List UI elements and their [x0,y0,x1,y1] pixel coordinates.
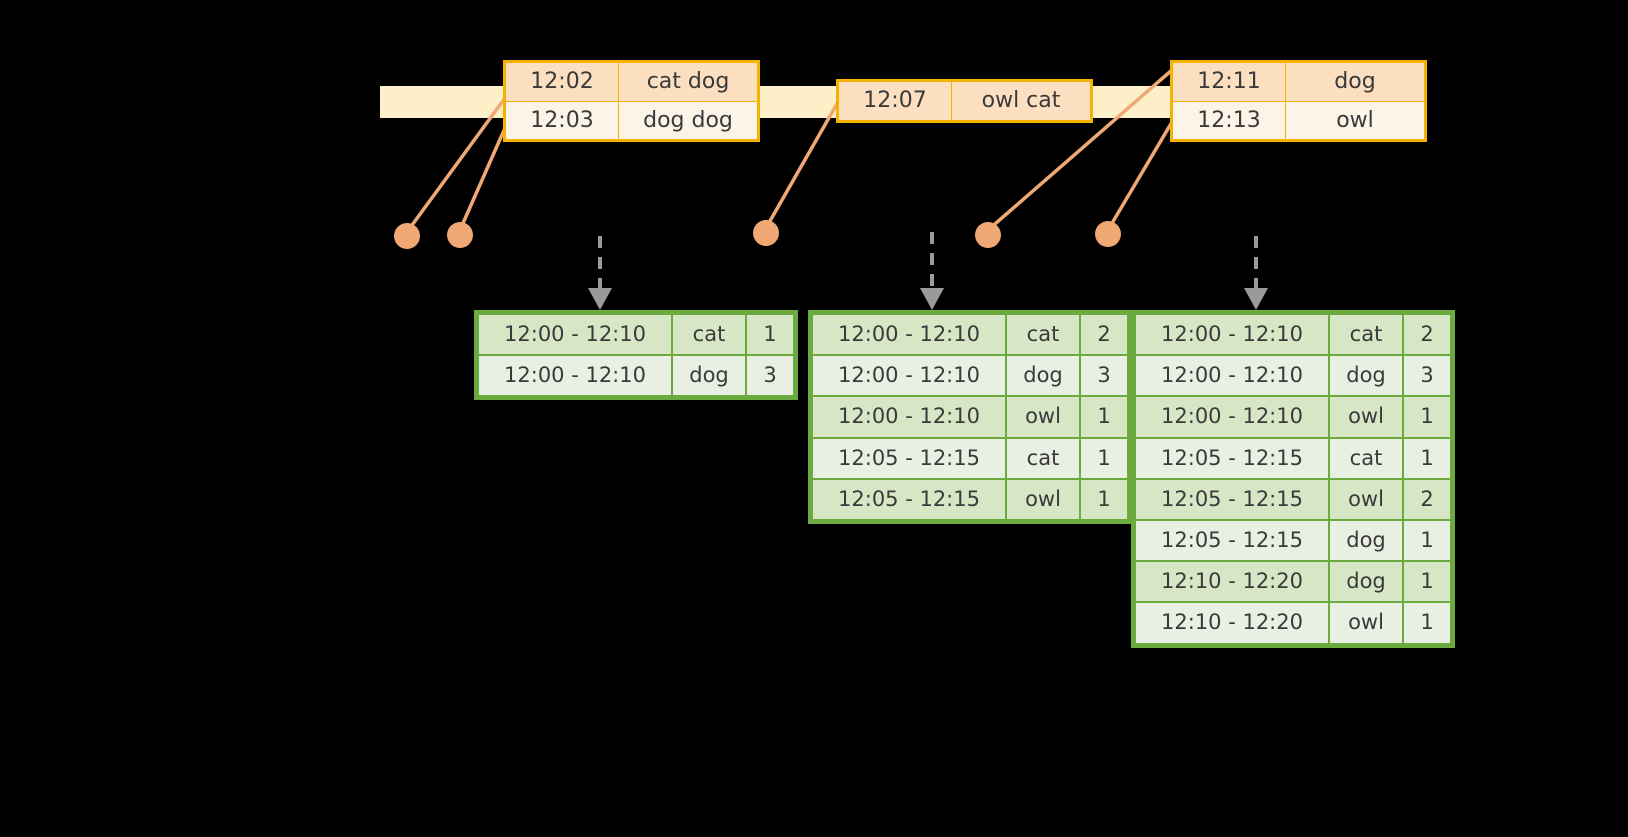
connector-1 [405,96,507,234]
window-cell: 12:05 - 12:15 [1136,438,1328,478]
word-cell: cat [1007,315,1079,355]
table-row[interactable]: 12:00 - 12:10 cat 2 [813,315,1127,355]
event-box-group-3[interactable]: 12:11 dog 12:13 owl [1170,60,1427,142]
trigger-dots [394,220,1121,249]
window-cell: 12:00 - 12:10 [1136,356,1328,396]
word-cell: dog [1007,356,1079,396]
count-cell: 1 [1081,479,1127,519]
emit-arrow-3 [1244,236,1268,310]
word-cell: dog [673,356,745,396]
table-row[interactable]: 12:05 - 12:15 dog 1 [1136,520,1450,561]
word-cell: owl [1330,397,1402,437]
event-time: 12:02 [504,61,619,102]
window-cell: 12:00 - 12:10 [1136,397,1328,437]
connector-5 [1106,120,1174,232]
result-table-1[interactable]: 12:00 - 12:10 cat 1 12:00 - 12:10 dog 3 [474,310,798,401]
event-box-group-2[interactable]: 12:07 owl cat [836,79,1093,123]
word-cell: cat [673,315,745,355]
window-cell: 12:00 - 12:10 [479,315,671,355]
window-cell: 12:00 - 12:10 [813,356,1005,396]
window-cell: 12:05 - 12:15 [813,438,1005,478]
event-row[interactable]: 12:07 owl cat [837,80,1092,122]
event-time: 12:03 [504,100,619,141]
table-row[interactable]: 12:00 - 12:10 cat 1 [479,315,793,355]
word-cell: cat [1330,438,1402,478]
window-cell: 12:05 - 12:15 [1136,520,1328,561]
event-payload: cat dog [618,61,759,102]
connector-3 [764,100,840,230]
word-cell: owl [1330,479,1402,519]
event-time: 12:11 [1171,61,1286,102]
table-row[interactable]: 12:10 - 12:20 dog 1 [1136,562,1450,602]
table-row[interactable]: 12:00 - 12:10 owl 1 [813,397,1127,437]
table-row[interactable]: 12:05 - 12:15 cat 1 [813,438,1127,478]
trigger-dot-2 [447,222,473,248]
event-row[interactable]: 12:11 dog [1171,61,1426,102]
window-cell: 12:00 - 12:10 [1136,315,1328,355]
trigger-dot-4 [975,222,1001,248]
count-cell: 1 [1404,397,1450,437]
word-cell: owl [1007,479,1079,519]
word-cell: cat [1330,315,1402,355]
event-payload: owl cat [951,80,1092,122]
count-cell: 3 [1081,356,1127,396]
emit-arrow-1 [588,236,612,310]
window-cell: 12:05 - 12:15 [813,479,1005,519]
event-payload: dog [1285,61,1426,102]
window-cell: 12:10 - 12:20 [1136,603,1328,643]
count-cell: 1 [1081,397,1127,437]
event-time: 12:13 [1171,100,1286,141]
window-cell: 12:00 - 12:10 [813,397,1005,437]
count-cell: 1 [747,315,793,355]
count-cell: 2 [1404,315,1450,355]
count-cell: 1 [1404,562,1450,602]
window-cell: 12:00 - 12:10 [479,356,671,396]
emit-arrow-2 [920,232,944,310]
word-cell: dog [1330,520,1402,561]
event-time: 12:07 [837,80,952,122]
table-row[interactable]: 12:00 - 12:10 dog 3 [1136,356,1450,396]
event-row[interactable]: 12:13 owl [1171,100,1426,141]
window-cell: 12:10 - 12:20 [1136,562,1328,602]
event-row[interactable]: 12:02 cat dog [504,61,759,102]
table-row[interactable]: 12:00 - 12:10 dog 3 [479,356,793,396]
table-row[interactable]: 12:10 - 12:20 owl 1 [1136,603,1450,643]
table-row[interactable]: 12:00 - 12:10 cat 2 [1136,315,1450,355]
count-cell: 3 [1404,356,1450,396]
connector-2 [458,126,507,232]
event-payload: owl [1285,100,1426,141]
result-table-3[interactable]: 12:00 - 12:10 cat 2 12:00 - 12:10 dog 3 … [1131,310,1455,648]
window-cell: 12:05 - 12:15 [1136,479,1328,519]
count-cell: 1 [1404,603,1450,643]
trigger-dot-1 [394,223,420,249]
table-row[interactable]: 12:05 - 12:15 owl 1 [813,479,1127,519]
count-cell: 1 [1404,520,1450,561]
count-cell: 2 [1081,315,1127,355]
result-table-2[interactable]: 12:00 - 12:10 cat 2 12:00 - 12:10 dog 3 … [808,310,1132,524]
count-cell: 1 [1081,438,1127,478]
word-cell: owl [1007,397,1079,437]
count-cell: 2 [1404,479,1450,519]
event-box-group-1[interactable]: 12:02 cat dog 12:03 dog dog [503,60,760,142]
table-row[interactable]: 12:05 - 12:15 cat 1 [1136,438,1450,478]
word-cell: dog [1330,356,1402,396]
word-cell: cat [1007,438,1079,478]
trigger-dot-5 [1095,221,1121,247]
count-cell: 1 [1404,438,1450,478]
table-row[interactable]: 12:00 - 12:10 dog 3 [813,356,1127,396]
event-row[interactable]: 12:03 dog dog [504,100,759,141]
word-cell: dog [1330,562,1402,602]
count-cell: 3 [747,356,793,396]
word-cell: owl [1330,603,1402,643]
table-row[interactable]: 12:05 - 12:15 owl 2 [1136,479,1450,519]
event-payload: dog dog [618,100,759,141]
table-row[interactable]: 12:00 - 12:10 owl 1 [1136,397,1450,437]
emit-arrows [588,232,1268,310]
window-cell: 12:00 - 12:10 [813,315,1005,355]
trigger-dot-3 [753,220,779,246]
